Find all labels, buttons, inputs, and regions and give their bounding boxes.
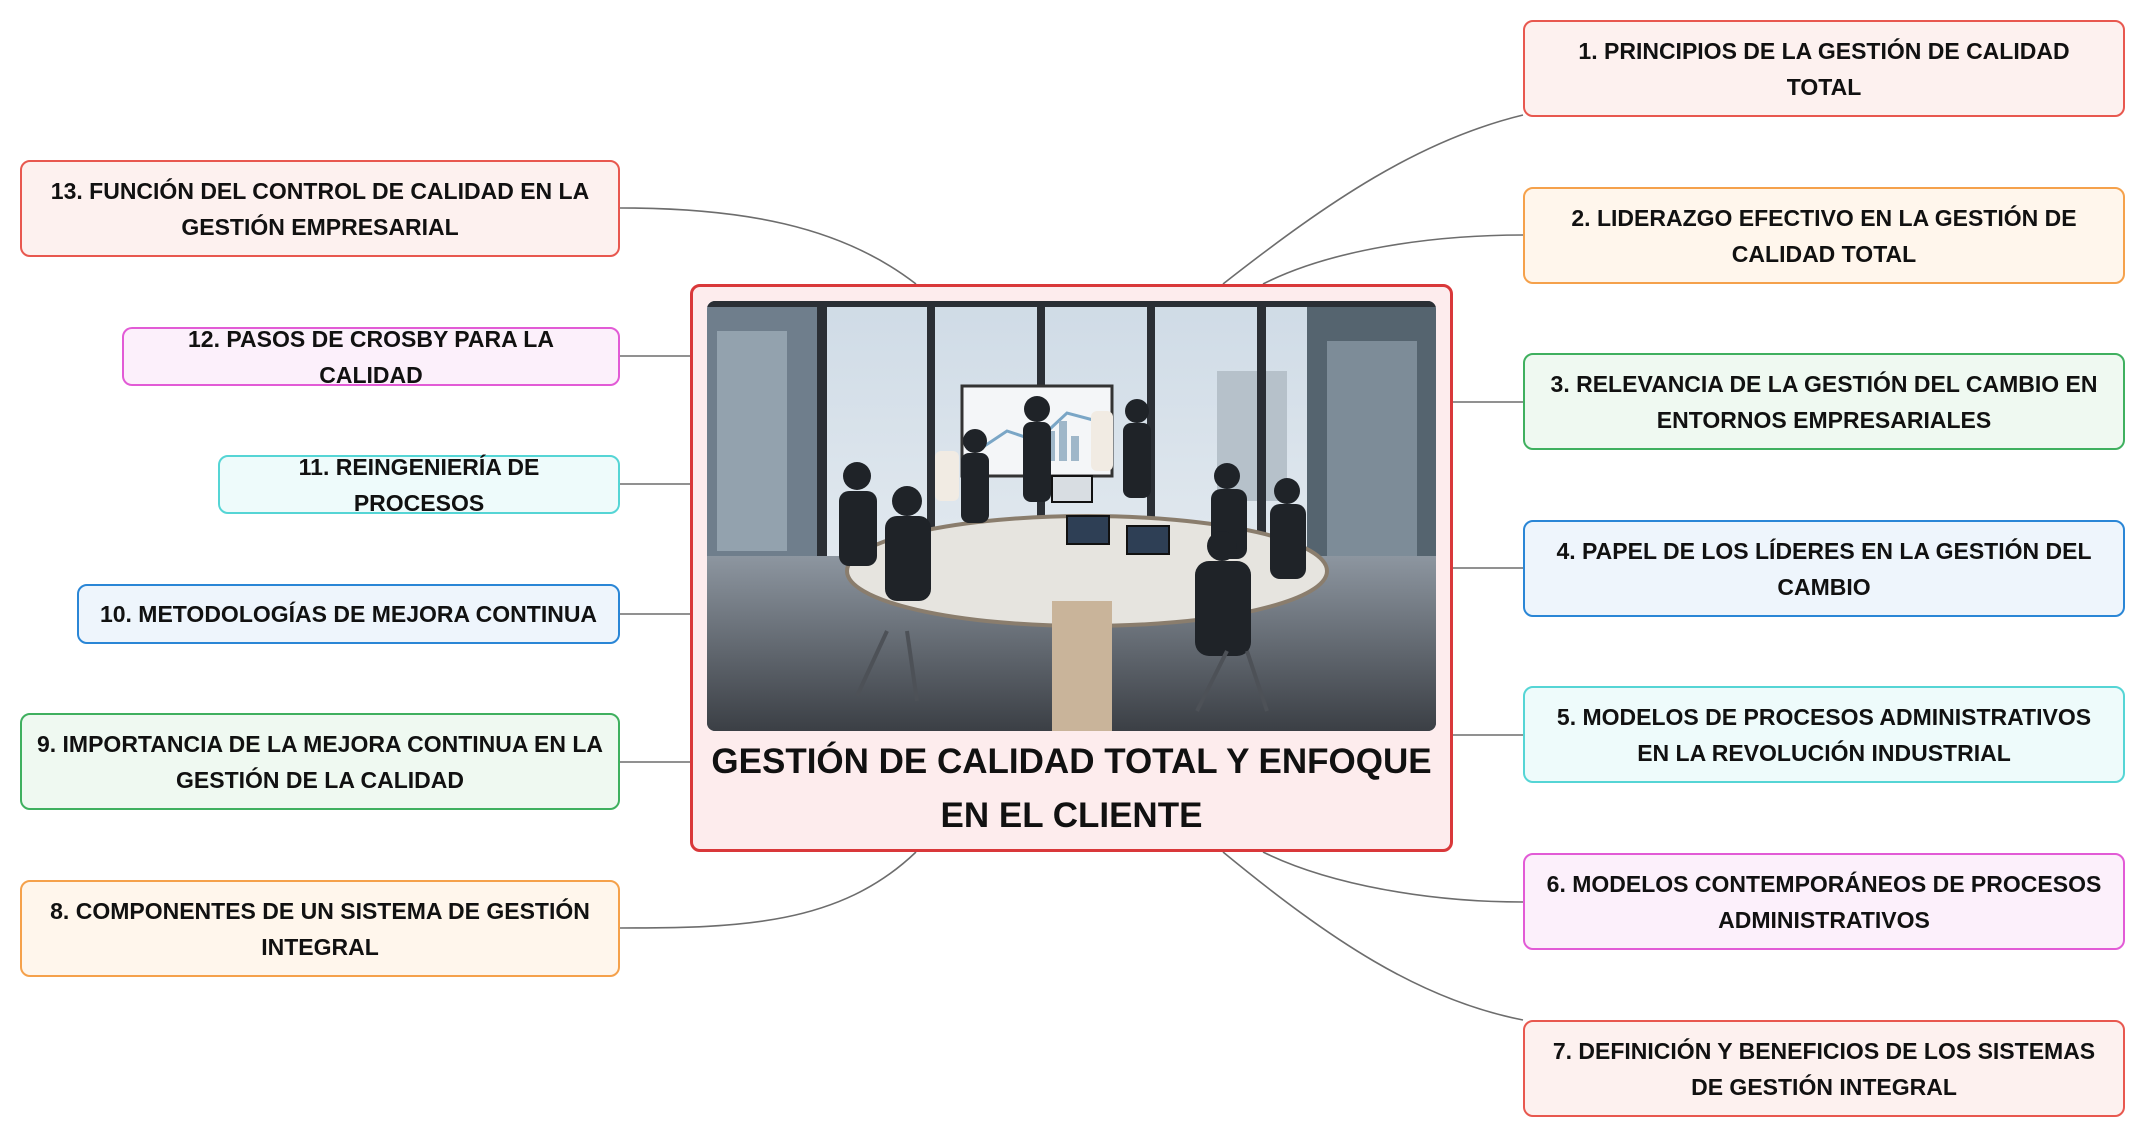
connector-topic-8 (619, 851, 917, 929)
topic-4[interactable]: 4. PAPEL DE LOS LÍDERES EN LA GESTIÓN DE… (1523, 520, 2125, 617)
topic-6-label: 6. MODELOS CONTEMPORÁNEOS DE PROCESOS AD… (1546, 870, 2102, 933)
connector-topic-1 (1222, 114, 1524, 285)
connector-topic-2 (1262, 234, 1524, 285)
topic-5[interactable]: 5. MODELOS DE PROCESOS ADMINISTRATIVOS E… (1523, 686, 2125, 783)
central-topic[interactable]: GESTIÓN DE CALIDAD TOTAL Y ENFOQUE EN EL… (690, 284, 1453, 852)
topic-8[interactable]: 8. COMPONENTES DE UN SISTEMA DE GESTIÓN … (20, 880, 620, 977)
topic-11[interactable]: 11. REINGENIERÍA DE PROCESOS (218, 454, 620, 516)
topic-13-label: 13. FUNCIÓN DEL CONTROL DE CALIDAD EN LA… (50, 177, 590, 240)
connector-topic-7 (1222, 851, 1524, 1021)
topic-9-label: 9. IMPORTANCIA DE LA MEJORA CONTINUA EN … (36, 730, 604, 793)
topic-4-label: 4. PAPEL DE LOS LÍDERES EN LA GESTIÓN DE… (1556, 537, 2092, 600)
topic-8-label: 8. COMPONENTES DE UN SISTEMA DE GESTIÓN … (50, 897, 590, 960)
topic-11-label: 11. REINGENIERÍA DE PROCESOS (298, 453, 540, 516)
topic-1-label: 1. PRINCIPIOS DE LA GESTIÓN DE CALIDAD T… (1578, 37, 2070, 100)
topic-7[interactable]: 7. DEFINICIÓN Y BENEFICIOS DE LOS SISTEM… (1523, 1020, 2125, 1117)
topic-12[interactable]: 12. PASOS DE CROSBY PARA LA CALIDAD (122, 326, 620, 388)
topic-9[interactable]: 9. IMPORTANCIA DE LA MEJORA CONTINUA EN … (20, 713, 620, 810)
central-topic-title: GESTIÓN DE CALIDAD TOTAL Y ENFOQUE EN EL… (711, 742, 1432, 835)
topic-6[interactable]: 6. MODELOS CONTEMPORÁNEOS DE PROCESOS AD… (1523, 853, 2125, 950)
topic-12-label: 12. PASOS DE CROSBY PARA LA CALIDAD (188, 325, 554, 388)
topic-2-label: 2. LIDERAZGO EFECTIVO EN LA GESTIÓN DE C… (1571, 204, 2077, 267)
connector-topic-13 (619, 207, 917, 285)
connector-topic-6 (1262, 851, 1524, 903)
topic-2[interactable]: 2. LIDERAZGO EFECTIVO EN LA GESTIÓN DE C… (1523, 187, 2125, 284)
topic-3[interactable]: 3. RELEVANCIA DE LA GESTIÓN DEL CAMBIO E… (1523, 353, 2125, 450)
office-meeting-image (707, 301, 1436, 731)
topic-13[interactable]: 13. FUNCIÓN DEL CONTROL DE CALIDAD EN LA… (20, 160, 620, 257)
topic-5-label: 5. MODELOS DE PROCESOS ADMINISTRATIVOS E… (1556, 703, 2092, 766)
topic-10-label: 10. METODOLOGÍAS DE MEJORA CONTINUA (99, 601, 598, 627)
topic-1[interactable]: 1. PRINCIPIOS DE LA GESTIÓN DE CALIDAD T… (1523, 20, 2125, 117)
topic-3-label: 3. RELEVANCIA DE LA GESTIÓN DEL CAMBIO E… (1550, 370, 2098, 433)
topic-7-label: 7. DEFINICIÓN Y BENEFICIOS DE LOS SISTEM… (1552, 1037, 2096, 1100)
topic-10[interactable]: 10. METODOLOGÍAS DE MEJORA CONTINUA (77, 584, 620, 644)
